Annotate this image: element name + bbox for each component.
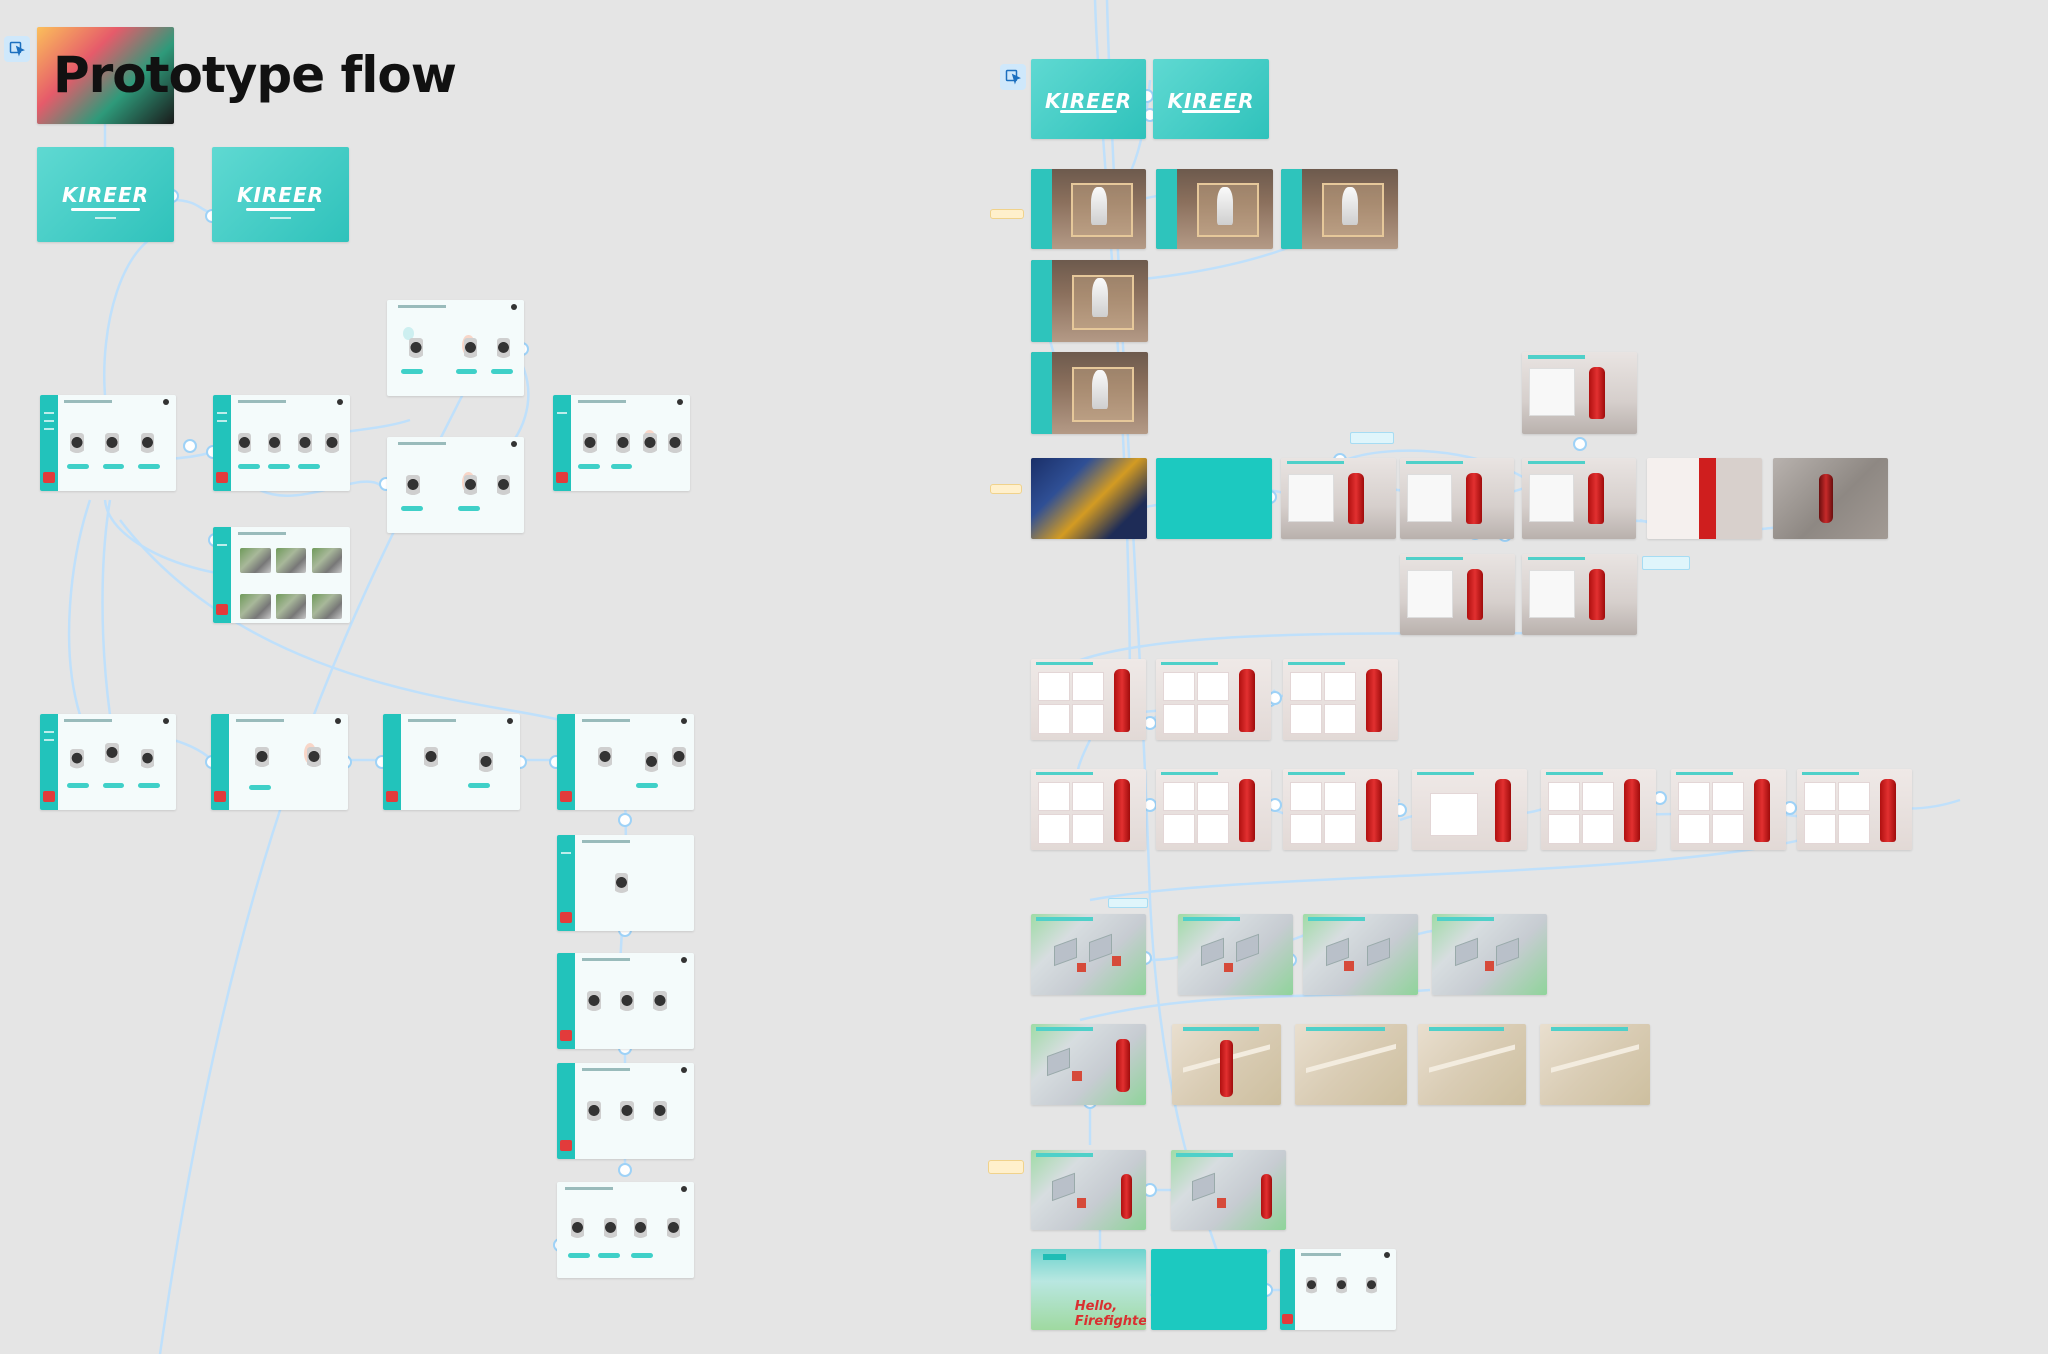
extinguisher-quiz[interactable]: [1031, 769, 1146, 850]
kireer-logo: KIREER: [1167, 89, 1255, 114]
extinguisher-screen[interactable]: [1281, 458, 1396, 539]
flow-start-icon[interactable]: [1000, 64, 1026, 90]
app-screen[interactable]: [383, 714, 520, 810]
sticky-note[interactable]: [990, 209, 1024, 219]
app-screen[interactable]: [387, 437, 524, 533]
transition-screen[interactable]: [1151, 1249, 1267, 1330]
city-map-screen[interactable]: [1178, 914, 1293, 995]
city-map-screen[interactable]: [1303, 914, 1418, 995]
splash-screen[interactable]: KIREER: [212, 147, 349, 242]
ipad-home-frame[interactable]: [37, 27, 174, 124]
extinguisher-photo[interactable]: [1773, 458, 1888, 539]
hello-message: Hello, Firefighter!: [1074, 1299, 1146, 1330]
city-map-screen[interactable]: [1171, 1150, 1286, 1230]
kireer-logo: KIREER: [236, 183, 325, 208]
extinguisher-screen[interactable]: [1522, 458, 1636, 539]
city-map-screen[interactable]: [1432, 914, 1547, 995]
extinguisher-quiz[interactable]: [1283, 659, 1398, 740]
splash-screen[interactable]: KIREER: [37, 147, 174, 242]
kireer-logo: KIREER: [1044, 89, 1133, 114]
extinguisher-quiz[interactable]: [1031, 659, 1146, 740]
extinguisher-screen[interactable]: [1522, 352, 1637, 434]
city-map-screen[interactable]: [1031, 1150, 1146, 1230]
hello-screen[interactable]: Hello, Firefighter!: [1031, 1249, 1146, 1330]
ar-screen[interactable]: [1281, 169, 1398, 249]
extinguisher-quiz[interactable]: [1671, 769, 1786, 850]
ar-screen[interactable]: [1031, 169, 1146, 249]
app-screen[interactable]: [213, 395, 350, 491]
app-screen[interactable]: [557, 1063, 694, 1159]
app-screen[interactable]: [40, 714, 176, 810]
app-screen[interactable]: [40, 395, 176, 491]
app-screen[interactable]: [387, 300, 524, 396]
app-screen[interactable]: [557, 835, 694, 931]
kireer-logo: KIREER: [61, 183, 150, 208]
app-screen[interactable]: [557, 1182, 694, 1278]
app-screen[interactable]: [1280, 1249, 1396, 1330]
extinguisher-screen[interactable]: [1400, 554, 1515, 635]
extinguisher-quiz[interactable]: [1797, 769, 1912, 850]
transition-screen[interactable]: [1156, 458, 1272, 539]
splash-screen[interactable]: KIREER: [1153, 59, 1269, 139]
sticky-note[interactable]: [988, 1160, 1024, 1174]
town-map-screen[interactable]: [1295, 1024, 1407, 1105]
annotation-note[interactable]: [1642, 556, 1690, 570]
city-map-screen[interactable]: [1031, 1024, 1146, 1105]
annotation-note[interactable]: [1350, 432, 1394, 444]
extinguisher-quiz[interactable]: [1412, 769, 1527, 850]
app-screen[interactable]: [557, 714, 694, 810]
ar-screen[interactable]: [1031, 260, 1148, 342]
sticky-note[interactable]: [990, 484, 1022, 494]
app-screen[interactable]: [213, 527, 350, 623]
annotation-note[interactable]: [1108, 898, 1148, 908]
app-screen[interactable]: [557, 953, 694, 1049]
extinguisher-quiz[interactable]: [1283, 769, 1398, 850]
town-map-screen[interactable]: [1172, 1024, 1281, 1105]
splash-screen[interactable]: KIREER: [1031, 59, 1146, 139]
app-screen[interactable]: [553, 395, 690, 491]
video-thumbnail[interactable]: [1031, 458, 1147, 539]
extinguisher-quiz[interactable]: [1541, 769, 1656, 850]
town-map-screen[interactable]: [1540, 1024, 1650, 1105]
flow-start-icon[interactable]: [4, 36, 30, 62]
app-screen[interactable]: [211, 714, 348, 810]
city-map-screen[interactable]: [1031, 914, 1146, 995]
extinguisher-quiz[interactable]: [1156, 769, 1271, 850]
extinguisher-screen[interactable]: [1400, 458, 1514, 539]
ar-screen[interactable]: [1031, 352, 1148, 434]
extinguisher-photo[interactable]: [1647, 458, 1762, 539]
town-map-screen[interactable]: [1418, 1024, 1526, 1105]
extinguisher-quiz[interactable]: [1156, 659, 1271, 740]
page-title: Prototype flow: [53, 46, 457, 104]
extinguisher-screen[interactable]: [1522, 554, 1637, 635]
ar-screen[interactable]: [1156, 169, 1273, 249]
